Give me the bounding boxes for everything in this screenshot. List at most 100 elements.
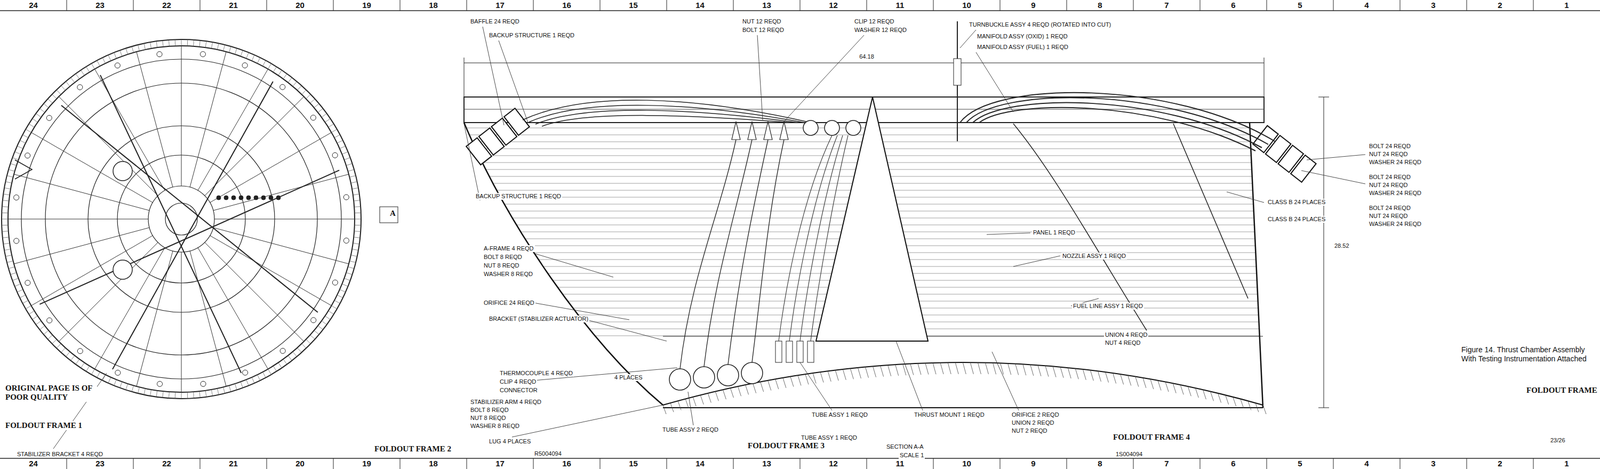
rim-hatch [337, 294, 343, 298]
baffle-spoke [31, 132, 154, 204]
zone-number: 1 [1562, 459, 1571, 469]
zone-number: 4 [1362, 459, 1371, 469]
baffle-spoke [189, 51, 227, 188]
fitting [763, 121, 773, 140]
rim-hatch [144, 388, 146, 396]
dome-hatch [670, 403, 674, 413]
bolt-hole [280, 348, 286, 354]
bolt-hole [156, 51, 163, 58]
backup-flange [464, 97, 1264, 123]
dome-hatch [947, 362, 951, 375]
baffle-spoke [213, 174, 349, 211]
part-callout: BACKUP STRUCTURE 1 REQD [474, 193, 563, 200]
rim-hatch [19, 294, 26, 298]
rim-hatch [137, 387, 140, 394]
instrument-dot [238, 195, 244, 200]
rim-hatch [229, 46, 231, 53]
rim-hatch [346, 163, 352, 166]
bolt-hole [280, 84, 286, 90]
bolt-hole [46, 317, 53, 324]
connector [796, 341, 804, 363]
dome-hatch [1045, 365, 1049, 378]
dome-hatch [1015, 363, 1019, 375]
rim-hatch [339, 289, 346, 293]
rim-hatch [283, 73, 287, 79]
bolt-hole [200, 51, 206, 58]
zone-number: 9 [1029, 1, 1037, 10]
bolt-hole [25, 153, 31, 159]
zone-tick [466, 458, 468, 469]
baffle-spoke [210, 235, 332, 307]
rim-hatch [314, 330, 319, 335]
rim-hatch [268, 63, 272, 69]
zone-number: 11 [894, 1, 907, 10]
leader-line [896, 341, 923, 411]
zone-number: 21 [227, 459, 240, 469]
zone-tick [133, 0, 134, 11]
part-callout: 64.18 [858, 53, 876, 61]
dome-hatch [888, 365, 892, 377]
dome-hatch [812, 373, 816, 384]
rim-hatch [75, 73, 80, 79]
part-callout: NUT 2 REQD [1010, 427, 1048, 435]
dome-hatch [1187, 386, 1191, 397]
part-callout: FOLDOUT FRAME 1 [4, 421, 84, 431]
rim-hatch [131, 385, 134, 392]
zone-tick [266, 458, 268, 469]
part-callout: BOLT 24 REQD [1368, 173, 1412, 181]
figure-caption: Figure 14. Thrust Chamber Assembly With … [1461, 345, 1595, 364]
part-callout: CLASS B 24 PLACES [1266, 198, 1327, 206]
bolt-hole [13, 195, 20, 201]
rim-hatch [114, 379, 117, 386]
zone-tick [600, 0, 601, 11]
rim-hatch [217, 388, 219, 396]
part-callout: TUBE ASSY 1 REQD [800, 434, 859, 442]
baffle-spoke [181, 45, 182, 187]
instrument-dot [268, 195, 274, 200]
dome-hatch [707, 393, 711, 404]
zone-tick [66, 0, 68, 11]
zone-number: 1 [1562, 1, 1571, 10]
rim-hatch [223, 44, 226, 52]
oxid-manifold [466, 108, 530, 165]
baffle-spoke [197, 248, 269, 370]
bolt-hole [332, 280, 338, 286]
zone-number: 21 [227, 1, 240, 10]
dome-hatch [1075, 368, 1079, 380]
zone-number: 22 [160, 1, 173, 10]
part-callout: NUT 24 REQD [1368, 150, 1410, 158]
leader-line [1226, 192, 1264, 203]
rim-hatch [131, 46, 134, 53]
rim-hatch [240, 381, 243, 388]
zone-tick [466, 0, 468, 11]
part-callout: CONNECTOR [498, 387, 539, 395]
rim-hatch [288, 77, 292, 83]
baffle-spoke [31, 235, 154, 307]
zone-number: 5 [1296, 1, 1304, 10]
part-callout: FOLDOUT FRAME [1525, 386, 1599, 396]
rim-hatch [193, 392, 195, 399]
part-callout: NUT 12 REQD [741, 18, 783, 26]
baffle-spoke [8, 219, 149, 220]
rim-hatch [324, 316, 331, 320]
port [113, 260, 133, 280]
dome-hatch [700, 395, 704, 405]
zone-number: 14 [693, 459, 707, 469]
dome-hatch [977, 362, 981, 375]
baffle-spoke [136, 51, 173, 188]
leader-line [1301, 170, 1366, 184]
dome-hatch [925, 363, 929, 375]
dome-hatch [1248, 401, 1252, 411]
nozzle-wall [1249, 122, 1263, 408]
instrument-dot [246, 195, 251, 200]
part-callout: CLIP 12 REQD [853, 18, 895, 26]
dome-hatch [827, 371, 831, 382]
nozzle-wall [464, 122, 663, 406]
bolt-hole [46, 115, 52, 121]
rim-hatch [331, 129, 337, 133]
fitting [747, 121, 757, 140]
rim-hatch [297, 85, 302, 91]
leader-line [533, 253, 614, 278]
dome-hatch [753, 383, 757, 394]
transducer [693, 366, 715, 389]
